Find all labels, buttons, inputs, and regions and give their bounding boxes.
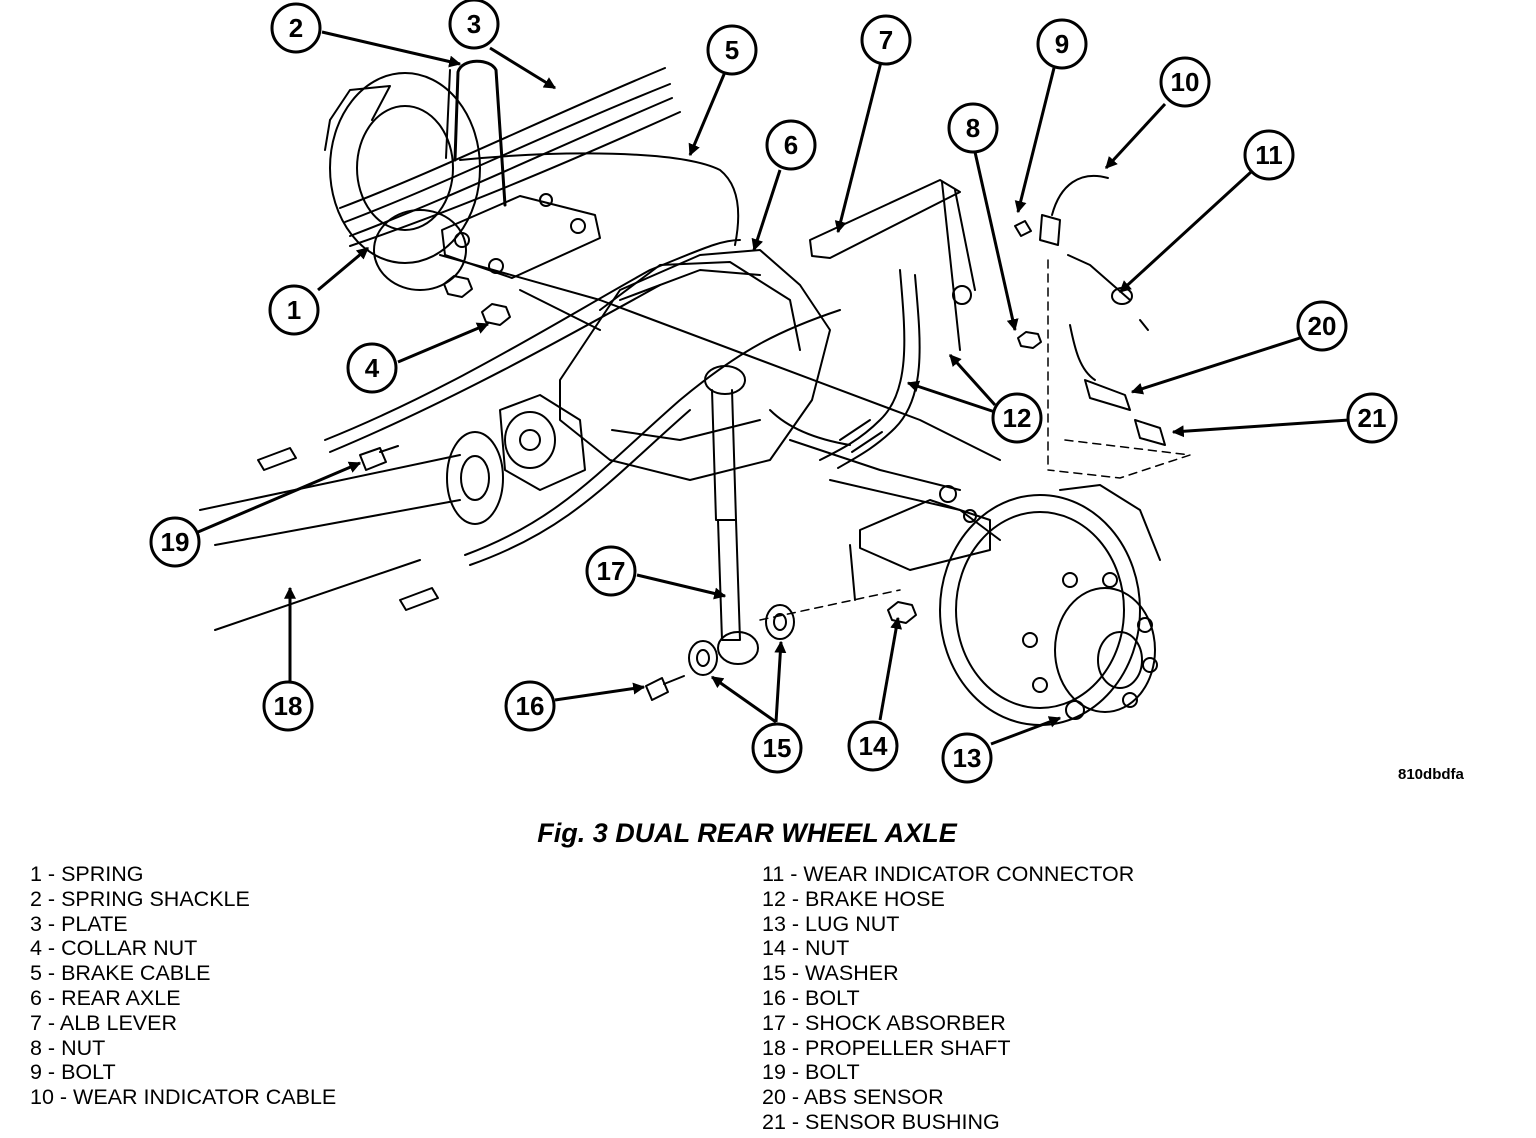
callout-7: 7 (860, 14, 912, 66)
legend-item: 7 - ALB LEVER (30, 1010, 177, 1035)
callout-13: 13 (941, 732, 993, 784)
callout-2-label: 2 (289, 13, 303, 43)
legend-item: 15 - WASHER (762, 961, 899, 986)
legend-item: 1 - SPRING (30, 862, 144, 886)
callout-10: 10 (1159, 56, 1211, 108)
callout-9-label: 9 (1055, 29, 1069, 59)
legend-item: 6 - REAR AXLE (30, 985, 181, 1010)
callout-8-label: 8 (966, 113, 980, 143)
shock-absorber (704, 365, 759, 665)
callout-20: 20 (1296, 300, 1348, 352)
callout-21-label: 21 (1358, 403, 1387, 433)
legend-item: 20 - ABS SENSOR (762, 1085, 944, 1110)
callout-6-label: 6 (784, 130, 798, 160)
washers (645, 604, 795, 701)
legend-item: 17 - SHOCK ABSORBER (762, 1010, 1006, 1035)
callout-2: 2 (270, 2, 322, 54)
callout-14-label: 14 (859, 731, 888, 761)
callout-16: 16 (504, 680, 556, 732)
callout-4: 4 (346, 342, 398, 394)
alb-lever (809, 179, 976, 351)
figure-title: Fig. 3 DUAL REAR WHEEL AXLE (537, 818, 957, 848)
legend-item: 12 - BRAKE HOSE (762, 886, 945, 911)
callout-20-label: 20 (1308, 311, 1337, 341)
callout-18: 18 (262, 680, 314, 732)
callout-3: 3 (448, 0, 500, 50)
callout-11-label: 11 (1255, 140, 1283, 170)
callout-14: 14 (847, 720, 899, 772)
legend-item: 18 - PROPELLER SHAFT (762, 1035, 1011, 1060)
callout-8: 8 (947, 102, 999, 154)
far-hub (324, 72, 481, 291)
callout-15-label: 15 (763, 733, 792, 763)
callout-19-label: 19 (161, 527, 190, 557)
propeller-shaft (199, 431, 504, 631)
callout-19: 19 (149, 516, 201, 568)
callout-11: 11 (1243, 129, 1295, 181)
legend-item: 16 - BOLT (762, 985, 860, 1010)
legend-item: 13 - LUG NUT (762, 911, 900, 936)
callout-17: 17 (585, 545, 637, 597)
brake-hose (769, 269, 921, 469)
legend-item: 9 - BOLT (30, 1060, 116, 1085)
bolt-19 (359, 445, 399, 471)
callout-4-label: 4 (365, 353, 380, 383)
abs-sensor (1069, 324, 1166, 446)
leader-lines (197, 30, 1350, 746)
nut-14 (887, 601, 917, 624)
callout-17-label: 17 (597, 556, 626, 586)
legend-item: 19 - BOLT (762, 1060, 860, 1085)
legend-item: 21 - SENSOR BUSHING (762, 1109, 1000, 1134)
legend-item: 14 - NUT (762, 936, 850, 961)
axle-exploded-diagram: 1 2 3 4 5 6 7 8 9 10 11 12 13 14 15 16 1… (149, 0, 1398, 784)
legend-item: 11 - WEAR INDICATOR CONNECTOR (762, 862, 1135, 886)
callout-1-label: 1 (287, 295, 301, 325)
callout-6: 6 (765, 119, 817, 171)
u-bolt (445, 59, 507, 207)
callout-7-label: 7 (879, 25, 893, 55)
callout-1: 1 (268, 284, 320, 336)
legend-item: 5 - BRAKE CABLE (30, 961, 211, 986)
small-fasteners (1014, 220, 1042, 349)
callout-12-label: 12 (1003, 403, 1032, 433)
legend-item: 2 - SPRING SHACKLE (30, 886, 250, 911)
pinion-flange (499, 394, 586, 491)
callout-18-label: 18 (274, 691, 303, 721)
callout-3-label: 3 (467, 9, 481, 39)
legend-item: 4 - COLLAR NUT (30, 936, 198, 961)
callout-5: 5 (706, 24, 758, 76)
legend-item: 10 - WEAR INDICATOR CABLE (30, 1085, 337, 1110)
legend-left-column: 1 - SPRING 2 - SPRING SHACKLE 3 - PLATE … (30, 862, 336, 1110)
legend-right-column: 11 - WEAR INDICATOR CONNECTOR 12 - BRAKE… (762, 862, 1134, 1135)
callout-15: 15 (751, 722, 803, 774)
reference-lines (759, 259, 1191, 621)
callout-9: 9 (1036, 18, 1088, 70)
callout-5-label: 5 (725, 35, 739, 65)
callout-16-label: 16 (516, 691, 545, 721)
wear-indicator (1039, 174, 1149, 331)
callout-21: 21 (1346, 392, 1398, 444)
figure-code: 810dbdfa (1398, 766, 1464, 783)
callout-12: 12 (991, 392, 1043, 444)
callout-13-label: 13 (953, 743, 982, 773)
spring-plate (441, 193, 601, 279)
callout-10-label: 10 (1171, 67, 1200, 97)
spring-seat (849, 485, 991, 601)
legend-item: 8 - NUT (30, 1035, 106, 1060)
collar-nut (443, 275, 511, 326)
brake-cable (257, 152, 841, 611)
legend-item: 3 - PLATE (30, 911, 128, 936)
